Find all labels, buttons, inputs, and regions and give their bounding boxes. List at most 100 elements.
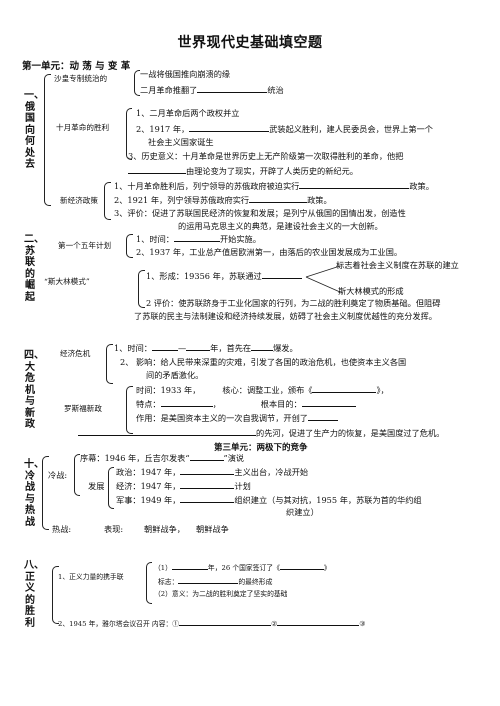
alliance-line-1-mid: 年，26 个国家签订了《 [207,564,280,572]
fill-blank[interactable] [251,342,274,351]
fill-blank[interactable] [178,575,239,584]
fill-blank[interactable] [312,384,377,393]
oct-line-2-end: 武装起义胜利，建人民委员会，世界上第一个 [269,124,433,134]
yalta-item-2: ② [271,620,278,628]
topic-nep: 新经济政策 [60,196,98,205]
politics-line: 政治：1947 年， [116,467,181,477]
section-10-side-title: 十、冷战与热战 [24,459,44,528]
crisis-line-1-end: 爆发。 [273,343,298,353]
brace [74,454,80,496]
politics-line-end: 主义出台，冷战开始 [234,467,309,477]
brace [52,566,59,624]
new-deal-line-1-mid: 核心：调整工业，颁布《 [222,385,313,395]
fill-blank[interactable] [299,180,410,189]
fill-blank[interactable] [261,270,302,279]
cold-war-development: 发展 [88,481,105,491]
dash: — [177,343,187,353]
crisis-line-2: 2、 影响：给人民带来深重的灾难，引发了各国的政治危机，也使资本主义各国 [120,357,407,367]
new-deal-line-3: 作用：是美国资本主义的一次自我调节，开创了 [136,413,308,423]
economy-line-end: 计划 [234,481,251,491]
economy-line: 经济：1947 年， [116,481,181,491]
cold-war-prelude-end: ”演说 [223,453,245,463]
brace [42,456,49,530]
topic-tsar: 沙皇专制统治的 [54,74,108,83]
section-2-side-title: 二、苏联的崛起 [24,234,44,303]
alliance-meaning: （2）意义：为二战的胜利奠定了坚实的基础 [154,590,288,598]
brace [146,562,152,604]
nep-line-3: 3、评价：促进了苏联国民经济的恢复和发展；是列宁从俄国的国情出发，创造性 [114,208,406,218]
section-1-side-title: 一、俄国向何处去 [24,90,44,170]
fill-blank[interactable] [78,427,256,436]
topic-stalin-model: “斯大林模式” [44,277,90,286]
fill-blank[interactable] [160,398,213,407]
fill-blank[interactable] [180,466,235,475]
fyp-line-1: 1、时间： [136,234,174,244]
unit-3-heading: 第三单元：两极下的竞争 [214,443,308,453]
fill-blank[interactable] [179,617,272,626]
stalin-line-2: 2 评价：使苏联跻身于工业化国家的行列，为二战的胜利奠定了物质基础。但阻碍 [146,298,441,308]
hot-war-label: 热战: [52,524,72,534]
nep-line-1-end: 政策。 [409,181,434,191]
unit-1-heading: 第一单元：动 荡 与 变 革 [22,61,131,72]
section-8-side-title: 八、正义的胜利 [24,560,44,629]
fill-blank[interactable] [197,84,268,93]
stalin-line-1-b: 斯大林模式的形成 [338,286,404,296]
fill-blank[interactable] [180,494,235,503]
new-deal-line-2-end: 根本目的： [260,399,302,409]
oct-line-3: 3、历史意义：十月革命是世界历史上无产阶级第一次取得胜利的革命，他把 [128,151,404,161]
comma: ， [212,399,221,409]
branch-lines [305,265,341,293]
fill-blank[interactable] [277,617,360,626]
new-deal-line-1-end: 》， [376,385,389,395]
fyp-line-1-end: 开始实施。 [219,234,261,244]
fill-blank[interactable] [307,412,338,421]
military-line: 军事：1949 年， [116,495,181,505]
topic-five-year-plan: 第一个五年计划 [58,241,112,250]
yalta-item-3: ③ [359,620,366,628]
new-deal-line-1: 时间：1933 年， [136,385,201,395]
fill-blank[interactable] [180,480,235,489]
fill-blank[interactable] [173,233,220,242]
cold-war-prelude: 序幕：1946 年，丘吉尔发表“ [80,453,190,463]
brace [44,74,51,206]
page-title: 世界现代史基础填空题 [177,35,323,51]
brace [106,344,113,384]
stalin-line-1: 1、形成：19356 年，苏联通过 [146,271,262,281]
topic-new-deal: 罗斯福新政 [64,404,102,413]
oct-line-3b: 由理论变为了现实，开辟了人类历史的新纪元。 [186,166,358,176]
brace [126,234,133,258]
oct-line-1: 1、二月革命后两个政权并立 [136,108,240,118]
nep-line-2: 2、1921 年，列宁领导苏俄政府实行 [114,195,250,205]
fill-blank[interactable] [249,194,308,203]
brace [104,182,111,220]
fill-blank[interactable] [189,452,224,461]
hot-war-item-2: 朝鲜战争 [196,524,229,534]
topic-economic-crisis: 经济危机 [60,349,91,358]
hot-war-forms: 表现: [104,524,124,534]
fill-blank[interactable] [151,342,178,351]
crisis-line-1-mid: 年，首先在 [210,343,252,353]
brace [134,70,140,96]
fill-blank[interactable] [301,398,356,407]
brace [108,467,114,509]
tsar-line-b: 二月革命推翻了 [140,85,198,95]
new-deal-line-2: 特点： [136,399,161,409]
alliance-line-1: （1） [154,564,172,572]
stalin-line-1-a: 标志着社会主义制度在苏联的建立 [336,260,459,270]
fill-blank[interactable] [171,561,208,570]
fill-blank[interactable] [186,342,211,351]
section-4-side-title: 四、大危机与新政 [24,350,44,430]
hot-war-item-1: 朝鲜战争， [144,524,185,534]
brace [126,108,132,160]
nep-line-3b: 的运用马克思主义的典范，是建设社会主义的一大创新。 [178,221,383,231]
alliance-mark-end: 的最终形成 [238,578,273,586]
fill-blank[interactable] [128,165,186,174]
tsar-line-b-end: 统治 [267,85,284,95]
crisis-line-1: 1、时间： [114,343,152,353]
fill-blank[interactable] [279,561,324,570]
military-line-b: 织建立） [286,507,319,517]
fill-blank[interactable] [189,123,270,132]
nep-line-2-end: 政策。 [307,195,332,205]
alliance-mark: 标志： [158,578,179,586]
oct-line-2b: 社会主义国家诞生 [148,137,214,147]
